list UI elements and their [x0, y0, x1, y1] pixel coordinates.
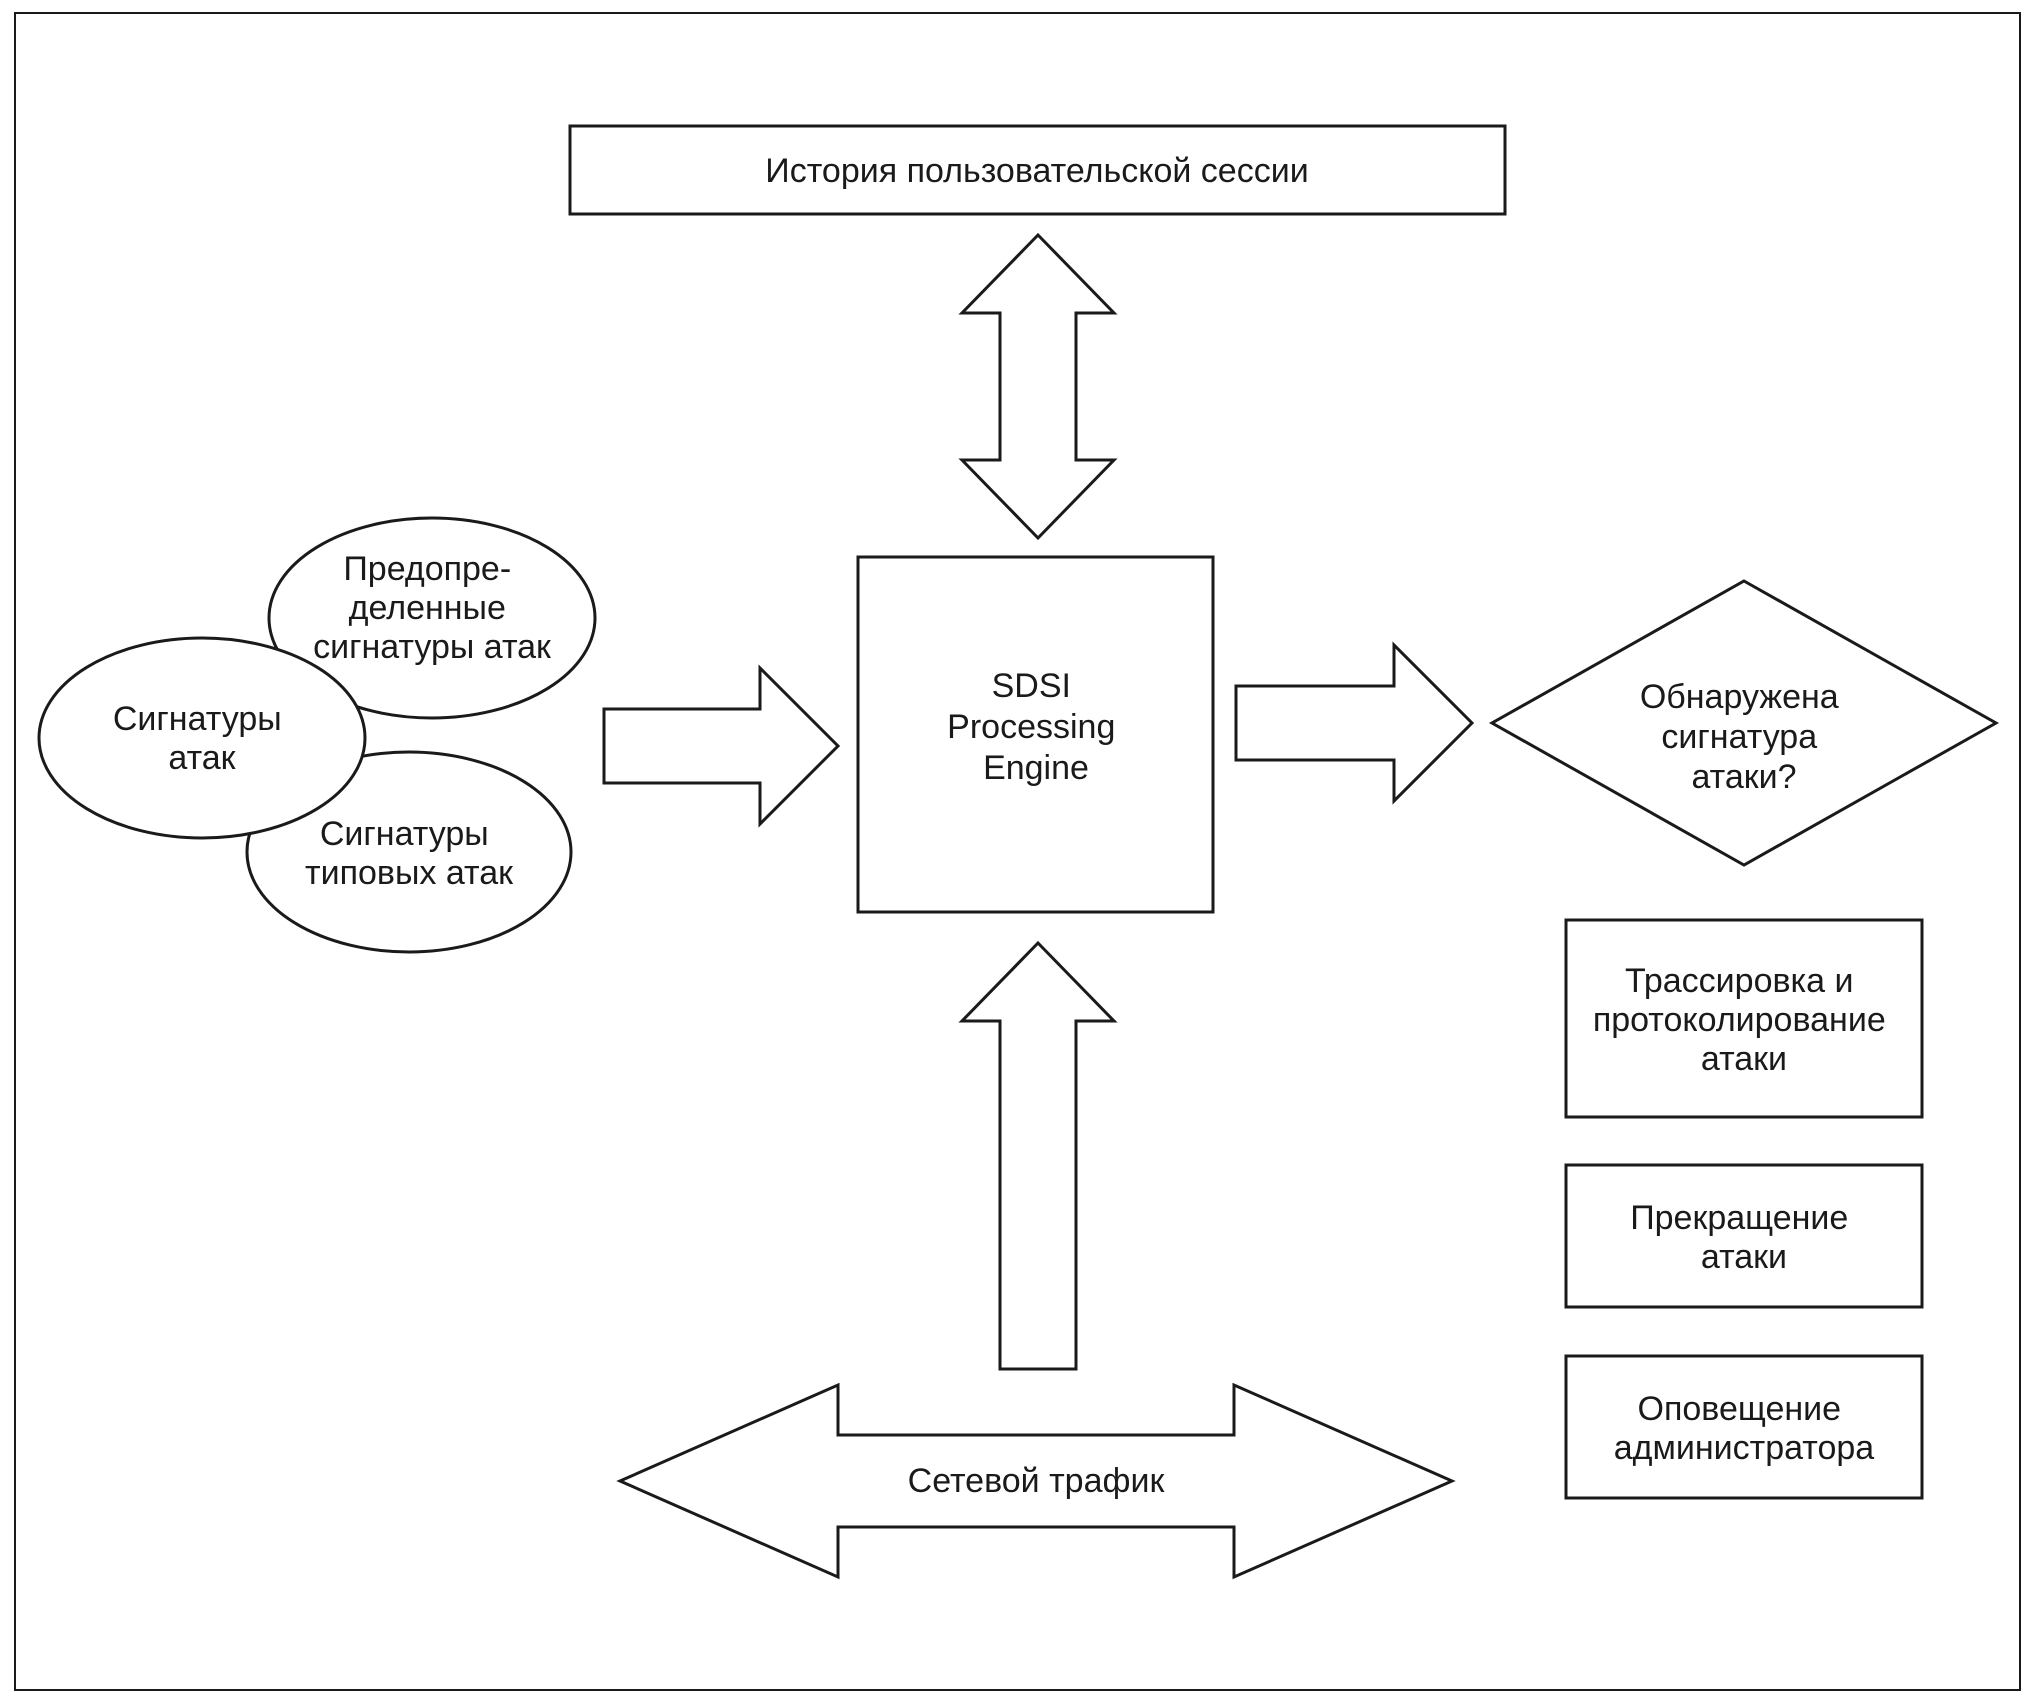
predefined-signatures-line-2: деленные	[349, 589, 506, 627]
decision-diamond: Обнаружена сигнатура атаки?	[1488, 579, 2000, 867]
attack-signatures-line-2: атак	[168, 739, 236, 777]
traffic-to-engine-arrow	[958, 940, 1118, 1371]
terminate-line-2: атаки	[1701, 1238, 1787, 1276]
typical-signatures-label: Сигнатуры типовых атак	[305, 815, 514, 892]
terminate-line-1: Прекращение	[1630, 1199, 1848, 1237]
engine-to-decision-arrow	[1234, 641, 1475, 805]
notify-admin-line-2: администратора	[1614, 1429, 1875, 1467]
notify-admin-box: Оповещение администратора	[1564, 1354, 1924, 1500]
engine-box: SDSI Processing Engine	[856, 555, 1215, 914]
attack-signatures-line-1: Сигнатуры	[113, 700, 282, 738]
signatures-to-engine-arrow	[602, 664, 841, 828]
network-traffic-label: Сетевой трафик	[908, 1462, 1166, 1500]
network-traffic-arrow: Сетевой трафик	[616, 1382, 1456, 1580]
decision-line-3: атаки?	[1691, 758, 1796, 796]
decision-label: Обнаружена сигнатура атаки?	[1640, 678, 1848, 796]
engine-line-1: SDSI	[992, 667, 1071, 705]
trace-log-line-3: атаки	[1701, 1040, 1787, 1078]
trace-log-label: Трассировка и протоколирование атаки	[1593, 962, 1895, 1078]
trace-log-line-1: Трассировка и	[1625, 962, 1854, 1000]
session-engine-double-arrow	[958, 232, 1118, 541]
predefined-signatures-label: Предопре- деленные сигнатуры атак	[313, 550, 552, 666]
decision-line-1: Обнаружена	[1640, 678, 1839, 716]
typical-signatures-line-2: типовых атак	[305, 854, 514, 892]
terminate-label: Прекращение атаки	[1630, 1199, 1858, 1276]
typical-signatures-line-1: Сигнатуры	[320, 815, 489, 853]
predefined-signatures-ellipse: Предопре- деленные сигнатуры атак	[267, 516, 597, 720]
trace-log-line-2: протоколирование	[1593, 1001, 1886, 1039]
trace-log-box: Трассировка и протоколирование атаки	[1564, 918, 1924, 1119]
attack-signatures-ellipse: Сигнатуры атак	[37, 636, 367, 840]
diagram-frame	[14, 12, 2021, 1691]
engine-label: SDSI Processing Engine	[947, 667, 1125, 787]
engine-line-3: Engine	[983, 749, 1089, 787]
session-history-label: История пользовательской сессии	[765, 152, 1308, 190]
engine-line-2: Processing	[947, 708, 1115, 746]
decision-line-2: сигнатура	[1661, 718, 1817, 756]
terminate-box: Прекращение атаки	[1564, 1163, 1924, 1309]
notify-admin-label: Оповещение администратора	[1614, 1390, 1875, 1467]
predefined-signatures-line-3: сигнатуры атак	[313, 628, 552, 666]
notify-admin-line-1: Оповещение	[1638, 1390, 1842, 1428]
attack-signatures-label: Сигнатуры атак	[113, 700, 291, 777]
session-history-box: История пользовательской сессии	[568, 124, 1507, 216]
predefined-signatures-line-1: Предопре-	[343, 550, 511, 588]
